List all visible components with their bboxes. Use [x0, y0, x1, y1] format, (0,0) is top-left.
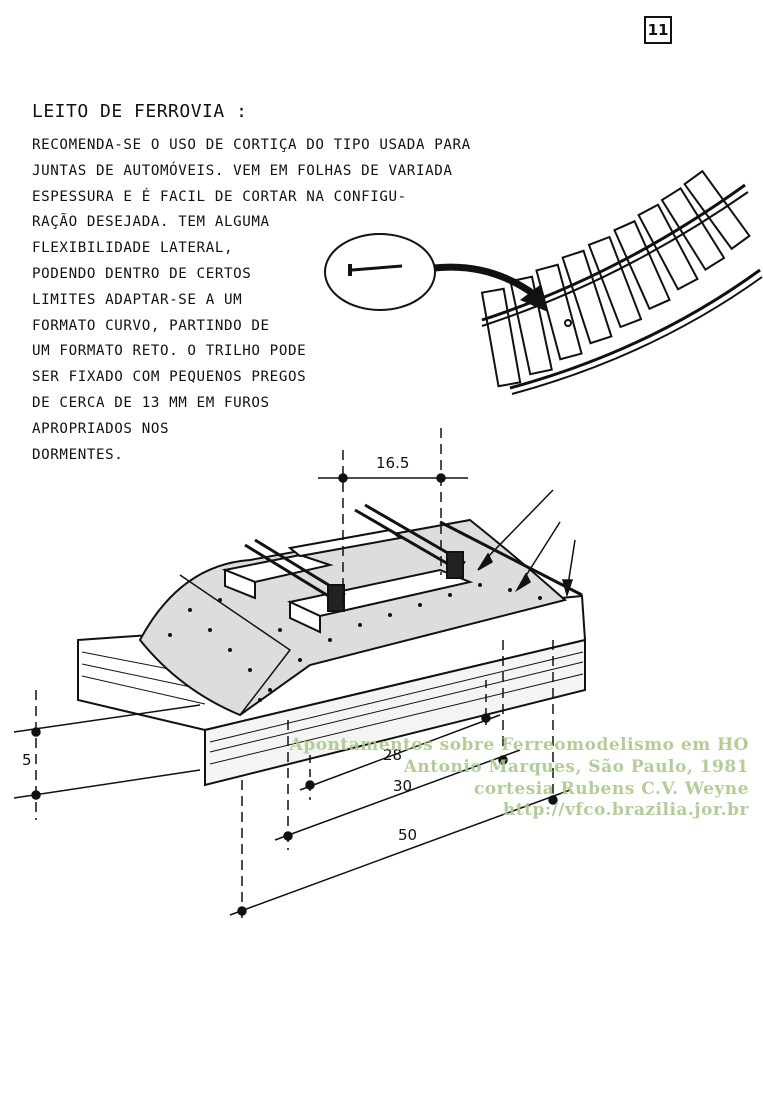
watermark-line: Apontamentos sobre Ferreomodelismo em HO: [289, 735, 749, 755]
dimension-gauge-label: 16.5: [376, 454, 410, 472]
watermark-line: http://vfco.brazilia.jor.br: [502, 800, 749, 820]
dimension-middle-label: 30: [393, 777, 413, 795]
paragraph-line: FLEXIBILIDADE LATERAL,: [32, 240, 234, 257]
paragraph-line: DORMENTES.: [32, 446, 124, 463]
paragraph-line: DE CERCA DE 13 MM EM FUROS: [32, 394, 270, 411]
paragraph-line: APROPRIADOS NOS: [32, 420, 170, 437]
paragraph-line: LIMITES ADAPTAR-SE A UM: [32, 291, 243, 308]
nail-callout: [324, 233, 548, 312]
paragraph-line: JUNTAS DE AUTOMÓVEIS. VEM EM FOLHAS DE V…: [32, 162, 453, 179]
paragraph-line: FORMATO CURVO, PARTINDO DE: [32, 317, 270, 334]
watermark-line: cortesia Rubens C.V. Weyne: [473, 779, 749, 799]
track-bed-drawing: [77, 503, 587, 787]
pointer-arrows: [477, 489, 576, 598]
paragraph-line: ESPESSURA E É FACIL DE CORTAR NA CONFIGU…: [32, 188, 407, 205]
watermark-line: Antonio Marques, São Paulo, 1981: [403, 757, 749, 777]
paragraph-line: UM FORMATO RETO. O TRILHO PODE: [32, 343, 307, 360]
dimension-lines: [13, 428, 571, 920]
paragraph-line: PODENDO DENTRO DE CERTOS: [32, 265, 252, 282]
page-number: 11: [644, 16, 672, 44]
dimension-height-label: 5: [22, 751, 32, 769]
section-title: LEITO DE FERROVIA :: [32, 101, 248, 122]
paragraph-line: RAÇÃO DESEJADA. TEM ALGUMA: [32, 214, 270, 231]
dimension-outer-label: 50: [398, 826, 418, 844]
curved-track-drawing: [480, 169, 763, 395]
body-paragraph: RECOMENDA-SE O USO DE CORTIÇA DO TIPO US…: [32, 133, 471, 468]
paragraph-line: RECOMENDA-SE O USO DE CORTIÇA DO TIPO US…: [32, 137, 471, 153]
paragraph-line: SER FIXADO COM PEQUENOS PREGOS: [32, 369, 307, 386]
dimension-inner-label: 28: [383, 746, 403, 764]
